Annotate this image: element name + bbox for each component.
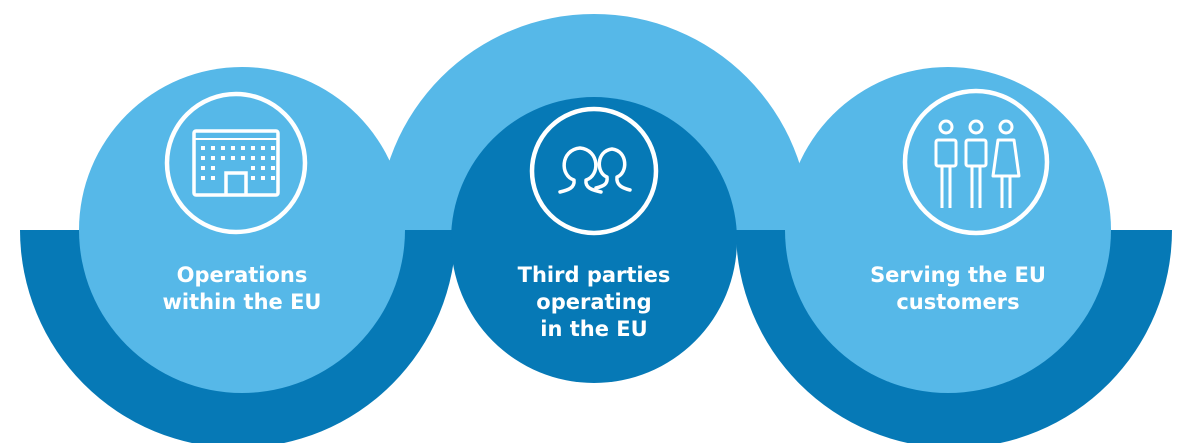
label-operations: Operations within the EU [142, 262, 342, 316]
building-window [211, 176, 215, 180]
building-window [211, 166, 215, 170]
building-window [221, 156, 225, 160]
building-window [261, 176, 265, 180]
label-line: operating [536, 290, 652, 314]
building-window [211, 156, 215, 160]
building-window [261, 166, 265, 170]
building-window [221, 146, 225, 150]
building-window [271, 176, 275, 180]
label-line: within the EU [162, 290, 322, 314]
building-window [251, 156, 255, 160]
building-window [251, 176, 255, 180]
label-third-parties: Third parties operating in the EU [494, 262, 694, 343]
building-window [201, 176, 205, 180]
building-window [251, 166, 255, 170]
label-line: Third parties [517, 263, 671, 287]
building-window [241, 146, 245, 150]
building-window [251, 146, 255, 150]
building-window [201, 156, 205, 160]
building-window [201, 166, 205, 170]
building-window [271, 156, 275, 160]
label-line: customers [896, 290, 1020, 314]
label-line: in the EU [540, 317, 648, 341]
building-window [261, 156, 265, 160]
building-window [271, 146, 275, 150]
building-window [261, 146, 265, 150]
building-window [201, 146, 205, 150]
customers-icon [902, 88, 1050, 236]
building-window [241, 156, 245, 160]
building-window [231, 146, 235, 150]
label-line: Serving the EU [870, 263, 1046, 287]
building-window [211, 146, 215, 150]
building-window [271, 166, 275, 170]
people-group-icon [529, 106, 659, 236]
label-serving: Serving the EU customers [858, 262, 1058, 316]
circle-right [785, 67, 1111, 393]
circle-middle [451, 97, 737, 383]
label-line: Operations [176, 263, 308, 287]
office-building-icon [164, 91, 308, 235]
building-window [231, 156, 235, 160]
